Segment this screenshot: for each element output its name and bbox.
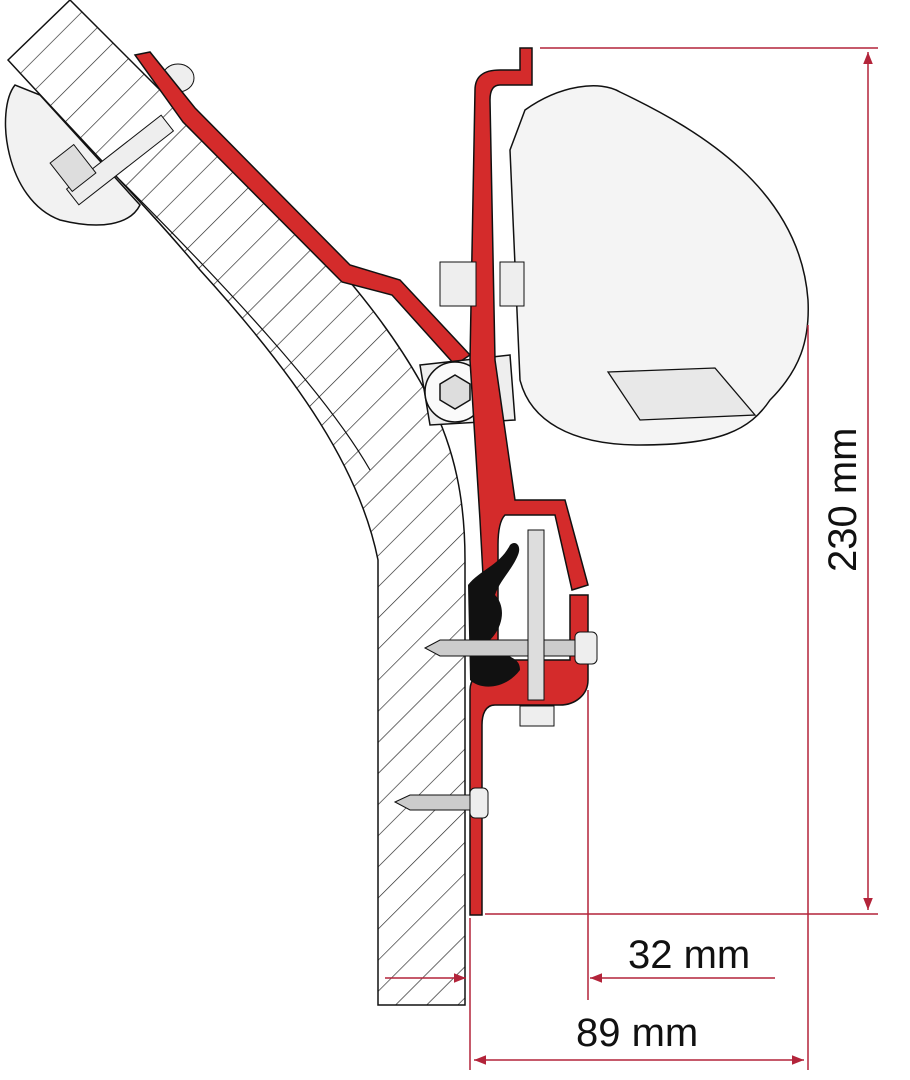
middle-nut [439, 261, 525, 307]
wall-inner-line [119, 179, 371, 471]
screw-lower [393, 787, 489, 819]
cassette-handle [606, 367, 757, 421]
height-dimension-label: 230 mm [821, 428, 865, 573]
bracket-plate [469, 47, 589, 916]
top-bolt [49, 63, 195, 206]
bottom-nut [519, 705, 555, 727]
width-dimension-label: 89 mm [576, 1011, 698, 1055]
dimension-lines [385, 47, 878, 1070]
awning-cassette [509, 85, 809, 446]
offset-dimension-label: 32 mm [628, 933, 750, 977]
vertical-screw [527, 529, 545, 701]
clamp-profile [468, 543, 520, 687]
